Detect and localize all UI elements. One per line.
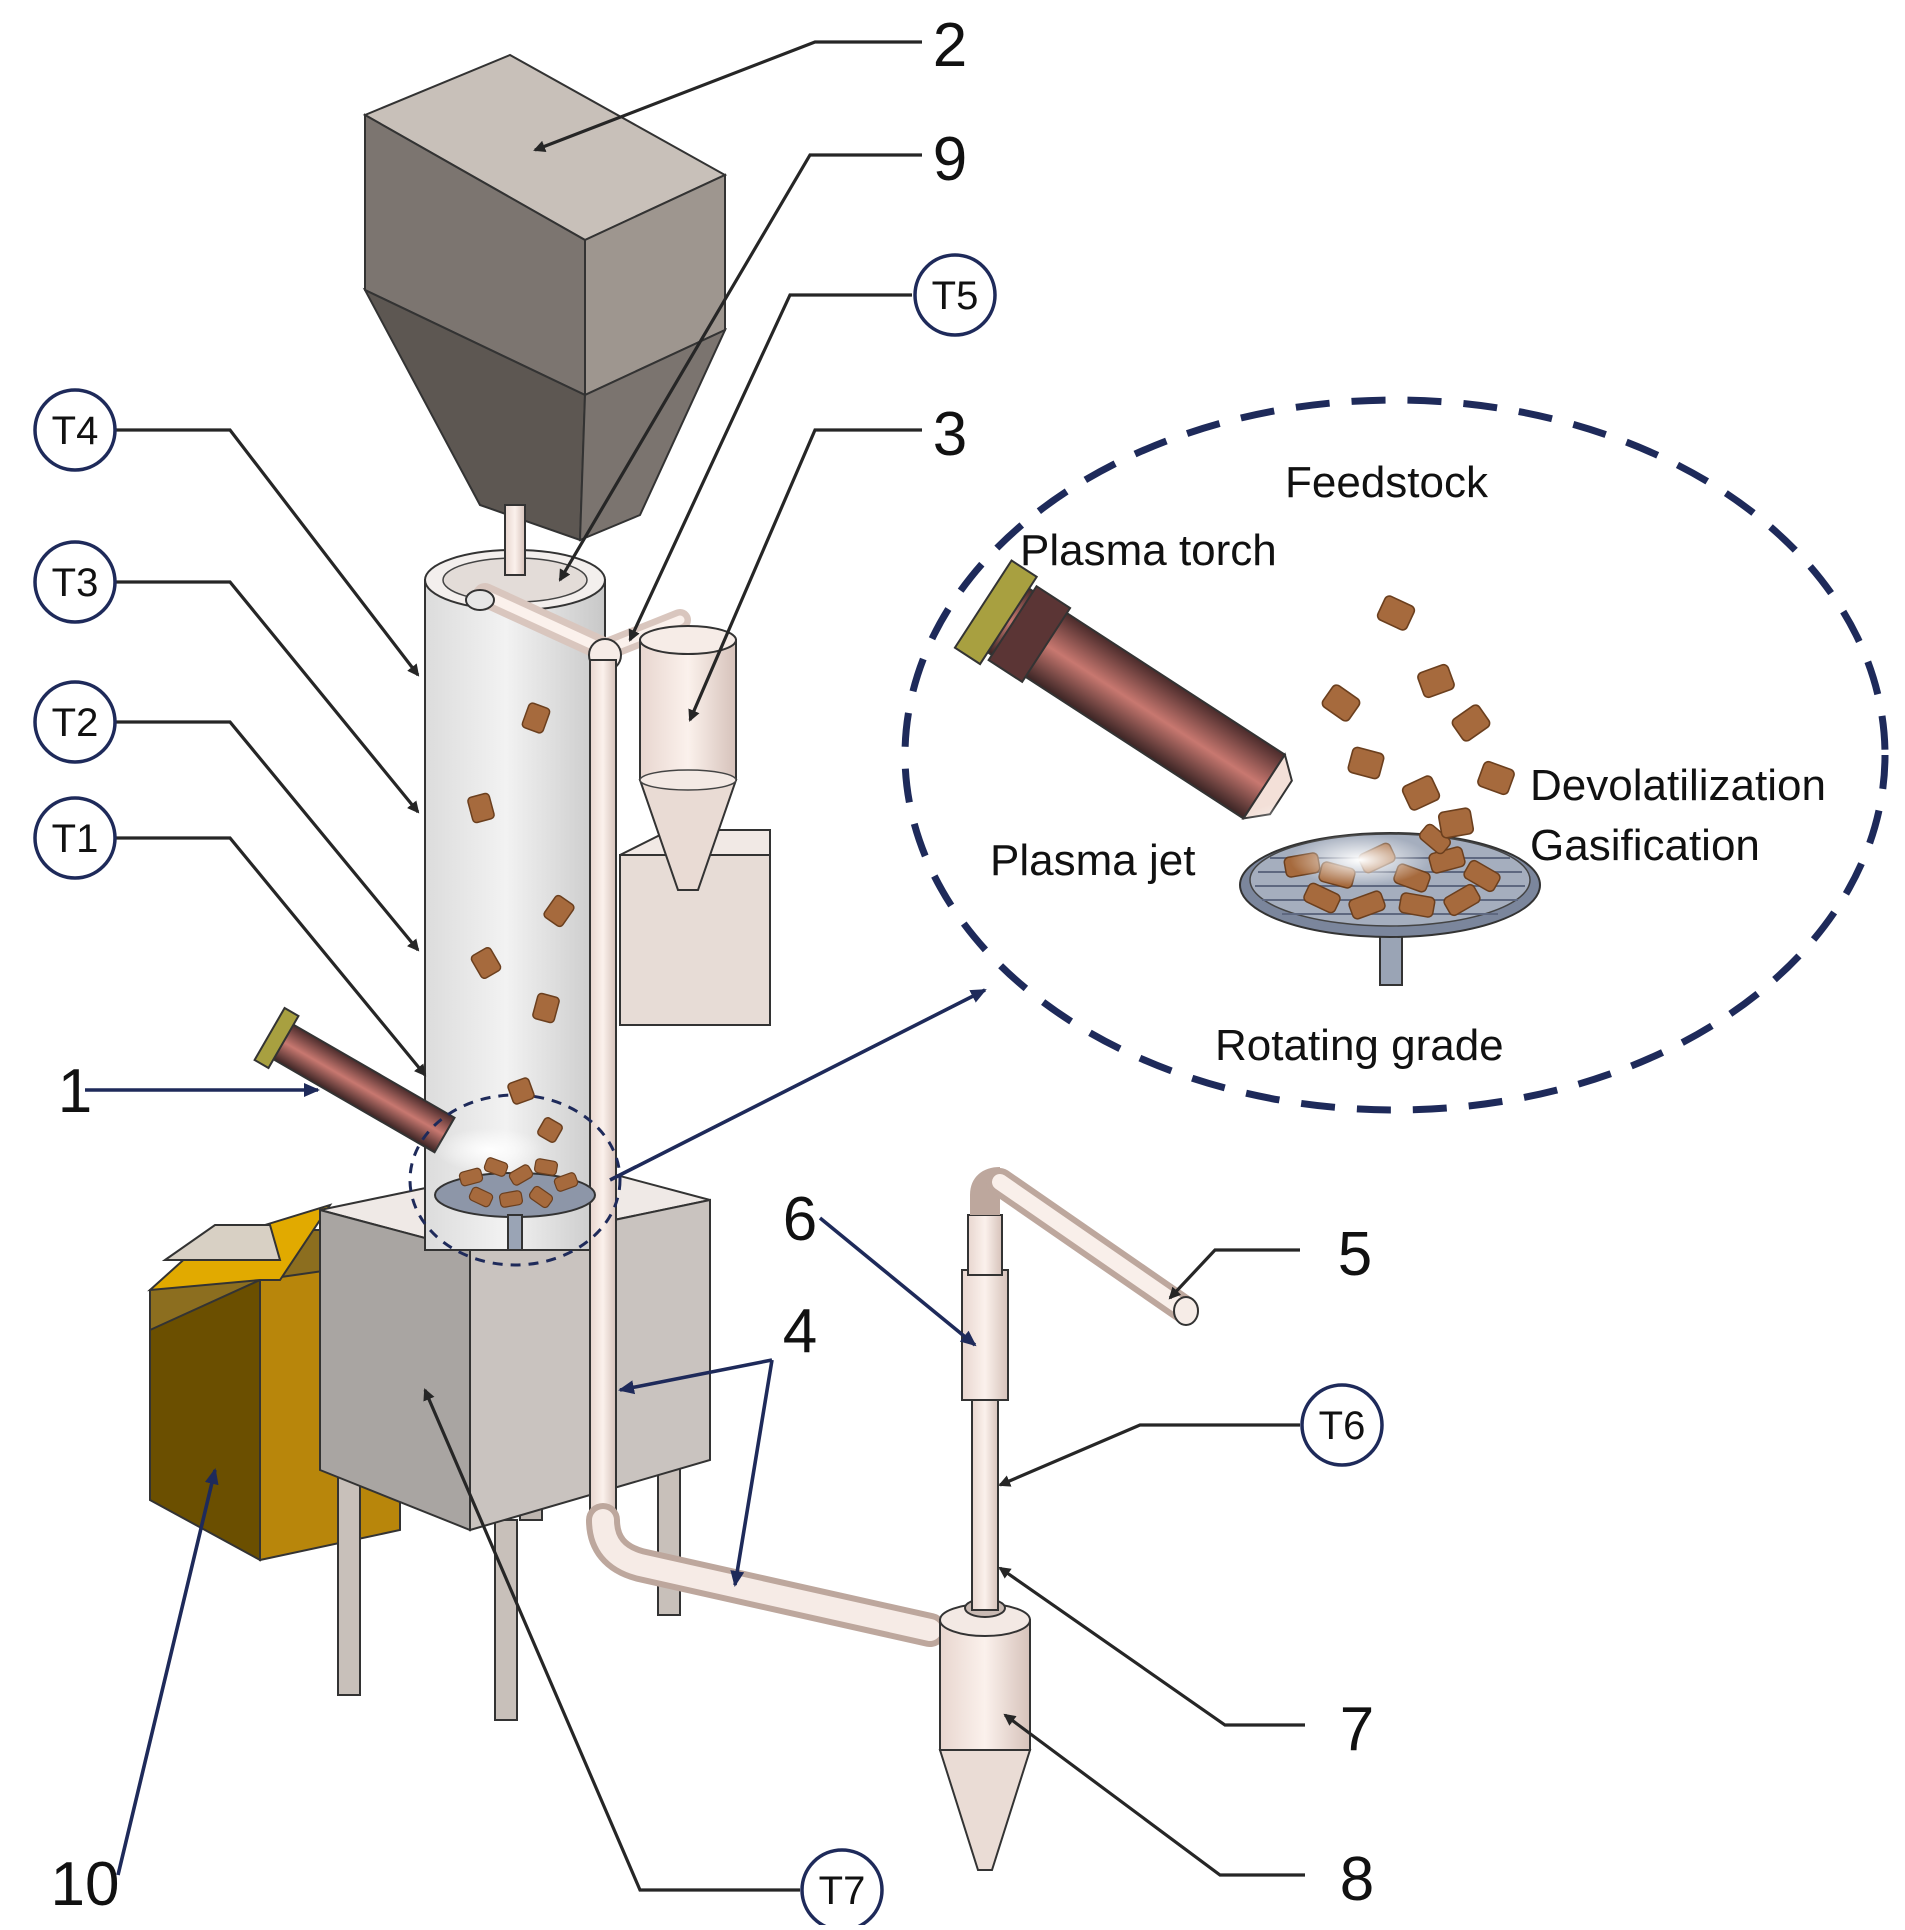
- sensor-label-t1: T1: [52, 817, 99, 861]
- callout-6: 6: [783, 1185, 817, 1254]
- cyclone-separator: [619, 625, 771, 1026]
- sensor-label-t4: T4: [52, 409, 99, 453]
- sensor-label-t5: T5: [932, 274, 979, 318]
- callout-4: 4: [783, 1297, 817, 1366]
- callout-1: 1: [58, 1057, 92, 1126]
- sensor-circles: [33, 253, 1384, 1930]
- sensor-label-t7: T7: [819, 1869, 866, 1913]
- inset-label-plasma-torch: Plasma torch: [1020, 526, 1277, 575]
- inset-feedstock-particles: [1321, 595, 1515, 839]
- callout-7: 7: [1340, 1695, 1374, 1764]
- inset-boundary: [901, 396, 1889, 1114]
- callout-5: 5: [1338, 1220, 1372, 1289]
- callout-10: 10: [51, 1850, 120, 1919]
- equipment-illustration: [147, 53, 1889, 1871]
- inset-label-rotating-grade: Rotating grade: [1215, 1021, 1504, 1070]
- plasma-torch-small: [253, 1006, 545, 1172]
- callout-9: 9: [933, 125, 967, 194]
- gas-duct: [586, 659, 947, 1647]
- feed-hopper: [362, 53, 728, 576]
- callout-8: 8: [1340, 1845, 1374, 1914]
- grate-small: [408, 1093, 622, 1267]
- sensor-label-t2: T2: [52, 701, 99, 745]
- rotating-grate-large: [1239, 823, 1541, 986]
- plasma-torch-large: [953, 559, 1405, 862]
- callout-2: 2: [933, 11, 967, 80]
- inset-label-gasification: Gasification: [1530, 821, 1760, 870]
- column-particles: [467, 702, 575, 1143]
- sensor-label-t3: T3: [52, 561, 99, 605]
- callout-3: 3: [933, 400, 967, 469]
- labels: T4 T3 T2 T1 T5 T6 T7 2 9 3 1 4 6 5 7 8 1…: [51, 11, 1826, 1919]
- inset-label-plasma-jet: Plasma jet: [990, 836, 1195, 885]
- inset-label-feedstock: Feedstock: [1285, 458, 1489, 507]
- leader-lines: [85, 40, 1305, 1892]
- sensor-label-t6: T6: [1319, 1404, 1366, 1448]
- lower-cyclone-and-outlet: [938, 1167, 1199, 1871]
- inset-label-devolatilization: Devolatilization: [1530, 761, 1826, 810]
